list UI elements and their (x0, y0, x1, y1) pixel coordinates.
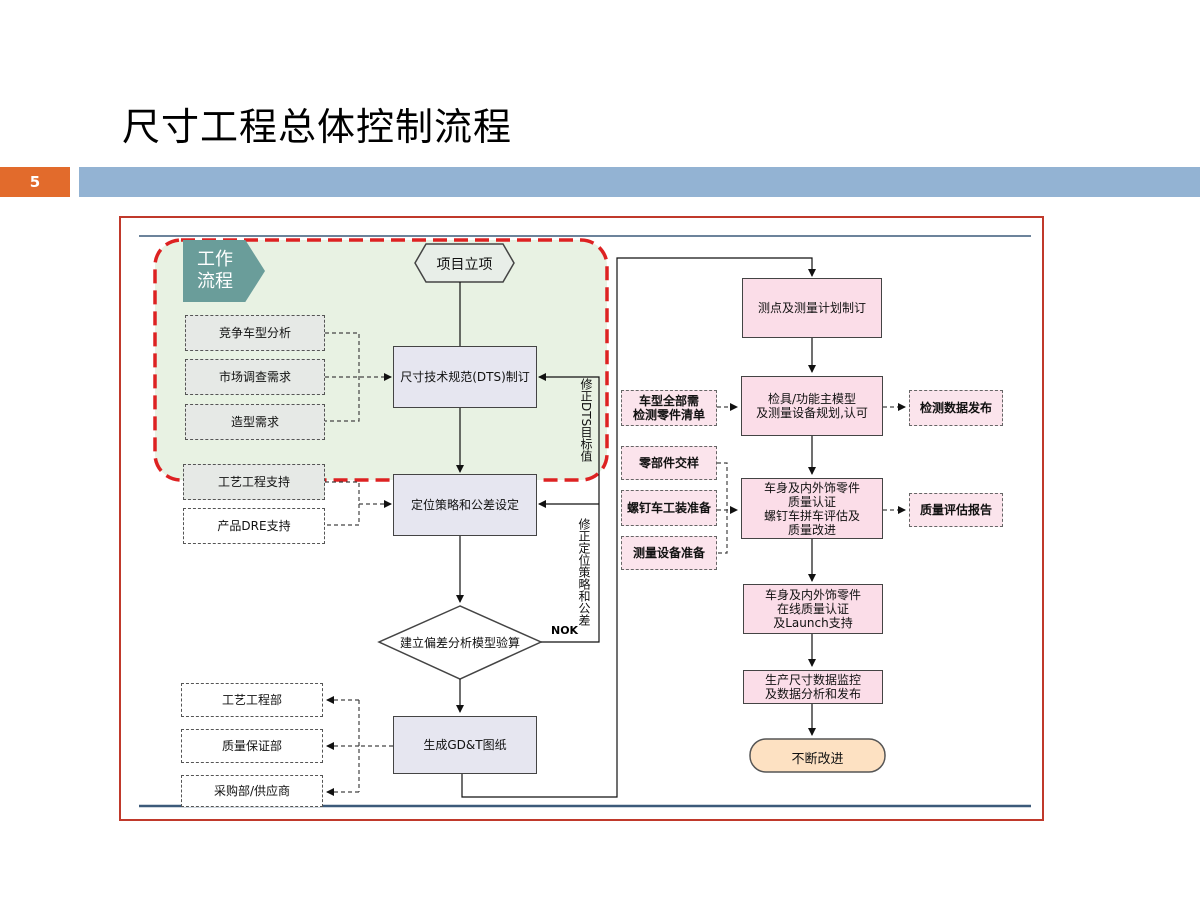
output-purchasing: 采购部/供应商 (181, 775, 323, 807)
start-hexagon (414, 243, 515, 283)
quality-report-node: 质量评估报告 (909, 493, 1003, 527)
work-flow-label: 工作 流程 (183, 240, 265, 302)
output-quality-dept: 质量保证部 (181, 729, 323, 763)
title-bar (79, 167, 1200, 197)
decision-node: 建立偏差分析模型验算 (399, 636, 520, 650)
output-process-dept: 工艺工程部 (181, 683, 323, 717)
flowchart-diagram: 工作 流程 项目立项 竞争车型分析 市场调查需求 造型需求 尺寸技术规范(DTS… (119, 216, 1044, 821)
gdt-node: 生成GD&T图纸 (393, 716, 537, 774)
page-number: 5 (0, 167, 70, 197)
monitoring-node: 生产尺寸数据监控 及数据分析和发布 (743, 670, 883, 704)
measure-plan-node: 测点及测量计划制订 (742, 278, 882, 338)
feedback-dts-label: 修正DTS目标值 (579, 378, 593, 463)
prep-equipment: 测量设备准备 (621, 536, 717, 570)
prep-parts-sample: 零部件交样 (621, 446, 717, 480)
input-process-support: 工艺工程支持 (183, 464, 325, 500)
fixture-node: 检具/功能主模型 及测量设备规划,认可 (741, 376, 883, 436)
improve-node: 不断改进 (791, 752, 844, 767)
nok-label: NOK (551, 624, 579, 637)
prep-tooling: 螺钉车工装准备 (621, 490, 717, 526)
input-styling: 造型需求 (185, 404, 325, 440)
dts-node: 尺寸技术规范(DTS)制订 (393, 346, 537, 408)
online-cert-node: 车身及内外饰零件 在线质量认证 及Launch支持 (743, 584, 883, 634)
feedback-strategy-label: 修正定位策略和公差 (577, 518, 591, 626)
quality-cert-node: 车身及内外饰零件 质量认证 螺钉车拼车评估及 质量改进 (741, 478, 883, 539)
parts-list-node: 车型全部需 检测零件清单 (621, 390, 717, 426)
improve-oval (749, 738, 886, 773)
start-node: 项目立项 (436, 257, 493, 273)
input-competitor-analysis: 竞争车型分析 (185, 315, 325, 351)
slide-title: 尺寸工程总体控制流程 (122, 105, 513, 149)
input-market-survey: 市场调查需求 (185, 359, 325, 395)
input-dre-support: 产品DRE支持 (183, 508, 325, 544)
data-release-node: 检测数据发布 (909, 390, 1003, 426)
positioning-node: 定位策略和公差设定 (393, 474, 537, 536)
